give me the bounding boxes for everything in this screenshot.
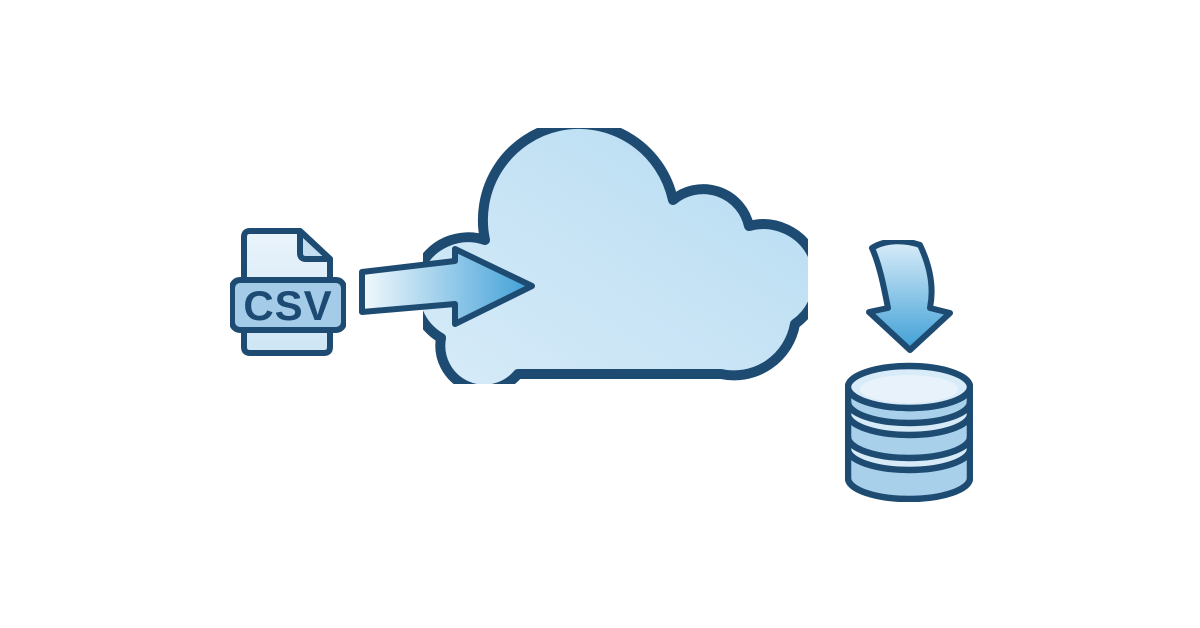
arrow-down-shape: [866, 240, 953, 353]
cloud-icon: [423, 128, 808, 384]
arrow-right-shape: [359, 246, 535, 327]
database-band-upper: [845, 398, 973, 439]
file-label-band: [230, 277, 346, 333]
cloud-shape: [423, 128, 808, 384]
database-icon: [845, 362, 973, 502]
database-band-lower: [845, 433, 973, 474]
database-top-highlight: [860, 375, 958, 403]
file-label: CSV: [243, 282, 332, 329]
arrow-right-icon: [359, 246, 535, 327]
arrow-down-icon: [866, 240, 953, 353]
file-fold-corner: [297, 228, 333, 262]
csv-file-icon: CSV: [230, 228, 346, 356]
